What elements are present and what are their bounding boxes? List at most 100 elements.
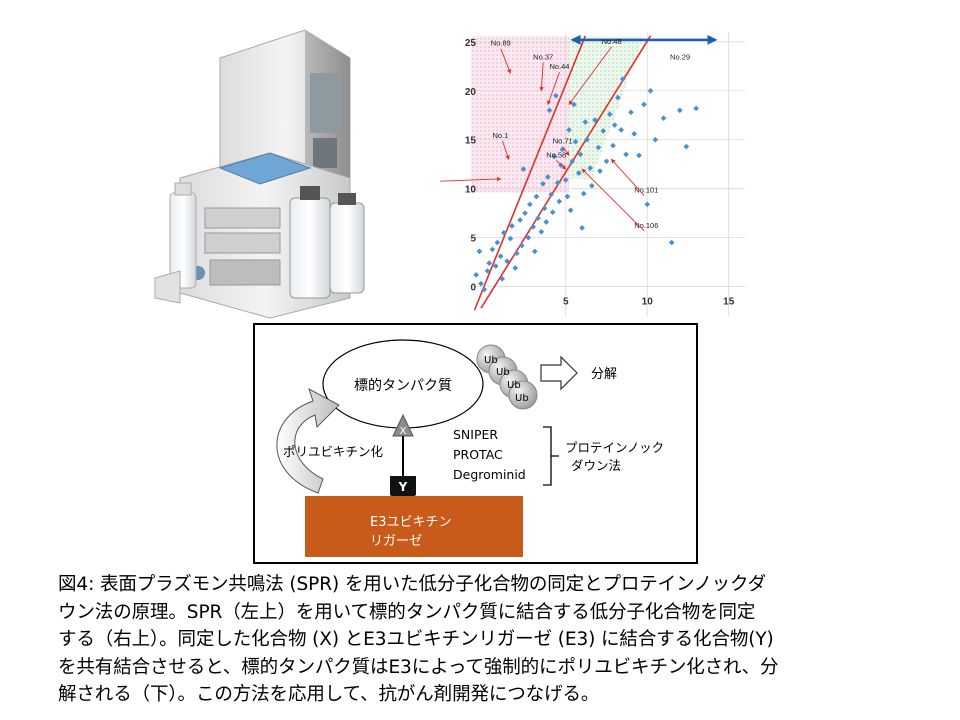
- e3-label-line-2: リガーゼ: [370, 534, 422, 549]
- annotation-label: No.37: [533, 52, 553, 61]
- annotation-label: No.1: [492, 131, 508, 140]
- data-point: [566, 127, 572, 133]
- data-point: [631, 131, 638, 137]
- annotation-arrow: [581, 168, 645, 232]
- annotation-arrow: [568, 46, 612, 106]
- data-point: [603, 158, 610, 165]
- y-tick-label: 25: [465, 38, 477, 49]
- y-tick-label: 5: [470, 234, 476, 245]
- data-point: [595, 144, 602, 151]
- data-point: [683, 143, 690, 150]
- annotation-arrow: [546, 72, 560, 106]
- data-point: [579, 225, 585, 231]
- data-point: [676, 107, 683, 114]
- annotation-label: No.29: [670, 52, 690, 61]
- degradation-arrow-icon: [540, 355, 578, 391]
- data-point: [476, 248, 483, 255]
- knockdown-method-label-2: ダウン法: [571, 458, 621, 473]
- data-point: [628, 109, 634, 116]
- spr-instrument-photo: [154, 29, 365, 319]
- data-point: [636, 152, 642, 159]
- data-point: [518, 242, 525, 249]
- caption-line-4: を共有結合させると、標的タンパク質はE3によって強制的にポリユビキチン化され、分: [58, 656, 779, 678]
- ub-label-2: Ub: [496, 367, 510, 378]
- method-degrominid: Degrominid: [453, 467, 526, 482]
- method-protac: PROTAC: [453, 447, 503, 462]
- caption-line-5: 解される（下）。この方法を応用して、抗がん剤開発につなげる。: [58, 684, 600, 705]
- data-point: [531, 248, 538, 255]
- data-point: [615, 94, 621, 101]
- ub-label-1: Ub: [484, 355, 498, 366]
- annotation-arrow: [440, 176, 502, 182]
- data-point: [610, 142, 616, 149]
- compound-y-label: Y: [398, 480, 408, 494]
- y-tick-label: 0: [470, 283, 476, 294]
- data-point: [527, 201, 533, 208]
- methods-bracket: [543, 426, 559, 486]
- y-tick-label: 10: [465, 185, 477, 196]
- x-tick-label: 5: [563, 297, 569, 308]
- degradation-label: 分解: [591, 367, 617, 382]
- annotation-label: No.44: [549, 62, 569, 71]
- x-tick-label: 10: [642, 297, 654, 308]
- annotation-arrow: [502, 140, 510, 161]
- annotation-label: No.71: [553, 137, 573, 146]
- x-tick-label: 15: [723, 297, 735, 308]
- ub-label-4: Ub: [515, 393, 529, 404]
- protein-knockdown-diagram: 標的タンパク質 Ub Ub Ub Ub 分解 X Y E3ユビキチン リガーゼ …: [276, 339, 664, 557]
- data-point: [569, 158, 576, 165]
- data-point: [499, 275, 506, 282]
- target-protein-label: 標的タンパク質: [354, 378, 452, 394]
- data-point: [554, 179, 561, 186]
- caption-line-1: 図4: 表面プラズモン共鳴法 (SPR) を用いた低分子化合物の同定とプロテイン…: [58, 574, 767, 595]
- data-point: [473, 272, 479, 278]
- annotation-label: No.106: [634, 221, 658, 230]
- data-point: [611, 122, 618, 128]
- e3-ligase-box: [305, 496, 523, 557]
- caption-line-3: する（右上）。同定した化合物 (X) とE3ユビキチンリガーゼ (E3) に結合…: [58, 629, 774, 650]
- annotation-arrow: [555, 160, 567, 170]
- data-point: [644, 201, 651, 208]
- polyubiquitination-label: ポリユビキチン化: [283, 444, 384, 459]
- data-point: [668, 239, 675, 246]
- data-point: [489, 246, 496, 253]
- data-point: [514, 250, 520, 257]
- annotation-label: No.48: [602, 37, 622, 46]
- data-point: [556, 198, 563, 205]
- pink-region: [471, 35, 570, 193]
- data-point: [522, 210, 528, 217]
- data-point: [606, 111, 613, 118]
- data-point: [494, 239, 501, 246]
- data-point: [597, 168, 603, 174]
- data-point: [580, 190, 587, 197]
- polyubiquitination-arrow-icon: [276, 387, 340, 494]
- data-point: [486, 260, 493, 266]
- ubiquitin-chain: Ub Ub Ub Ub: [476, 344, 538, 410]
- data-point: [512, 265, 519, 271]
- red-fit-line-upper: [473, 35, 587, 311]
- data-point: [517, 217, 523, 223]
- annotation-arrow: [610, 158, 645, 196]
- annotation-label: No.89: [491, 39, 511, 48]
- data-point: [660, 115, 667, 122]
- data-point: [592, 117, 598, 123]
- data-point: [540, 180, 546, 187]
- data-point: [507, 235, 514, 242]
- annotation-arrow: [539, 62, 544, 92]
- data-point: [549, 209, 556, 216]
- diagram-frame: [253, 323, 698, 564]
- data-point: [647, 87, 654, 94]
- data-point: [551, 153, 558, 160]
- data-point: [478, 280, 484, 287]
- knockdown-method-label-1: プロテインノック: [565, 440, 664, 455]
- data-point: [652, 136, 659, 143]
- annotation-arrow: [500, 48, 512, 74]
- data-point: [543, 219, 550, 225]
- figure-caption: 図4: 表面プラズモン共鳴法 (SPR) を用いた低分子化合物の同定とプロテイン…: [58, 571, 918, 709]
- data-point: [525, 234, 532, 241]
- data-point: [504, 258, 510, 264]
- data-point: [693, 105, 699, 112]
- ub-label-3: Ub: [507, 380, 521, 391]
- caption-line-2: ウン法の原理。SPR（左上）を用いて標的タンパク質に結合する低分子化合物を同定: [58, 601, 756, 623]
